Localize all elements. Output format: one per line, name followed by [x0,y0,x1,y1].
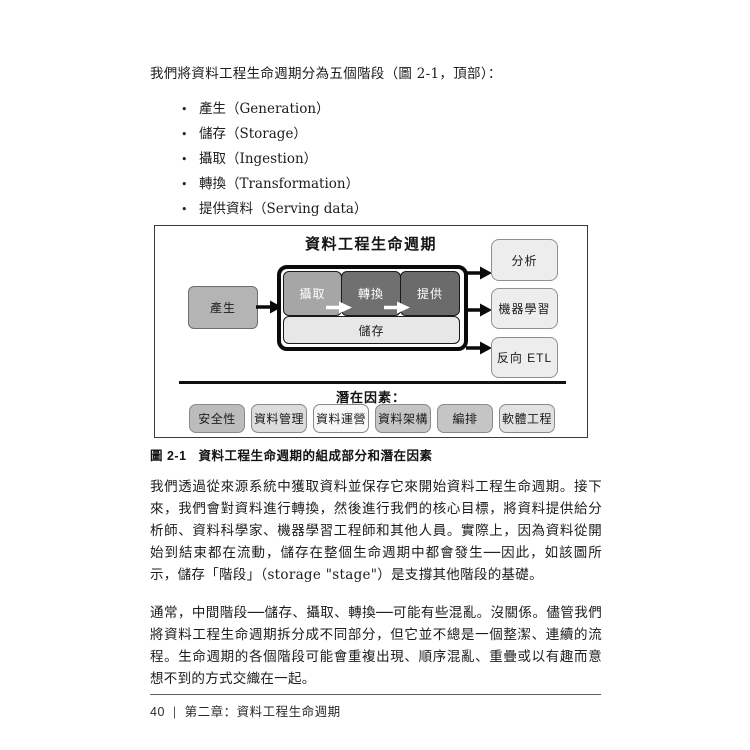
list-item: • 產生（Generation） [150,97,602,122]
undercurrents-divider [179,381,566,384]
machine-learning-box: 機器學習 [491,288,558,329]
list-item-label: 儲存（Storage） [199,126,307,142]
footer-divider [150,694,601,695]
dataops-box: 資料運營 [313,404,369,433]
stage-list: • 產生（Generation） • 儲存（Storage） • 攝取（Ingesti… [150,97,602,222]
text-column: 我們將資料工程生命週期分為五個階段（圖 2-1，頂部）： • 產生（Generat… [150,63,602,690]
list-item: • 轉換（Transformation） [150,172,602,197]
undercurrents-heading: 潛在因素： [335,390,406,405]
figure-caption: 圖 2-1 資料工程生命週期的組成部分和潛在因素 [150,445,602,464]
list-item: • 攝取（Ingestion） [150,147,602,172]
page-footer: 40 | 第二章：資料工程生命週期 [150,701,341,720]
bullet-icon: • [181,128,188,141]
serving-box: 提供 [400,271,460,316]
flow-arrow-icon [256,300,282,314]
orchestration-box: 編排 [437,404,493,433]
figure-caption-text: 資料工程生命週期的組成部分和潛在因素 [198,449,433,463]
stage-arrow-icon [384,301,410,314]
data-architecture-box: 資料架構 [375,404,431,433]
figure-2-1-diagram: 資料工程生命週期 產生 攝取 轉換 提供 儲存 [154,225,588,438]
figure-title: 資料工程生命週期 [304,236,437,253]
list-item-label: 攝取（Ingestion） [199,151,318,167]
body-paragraph: 我們透過從來源系統中獲取資料並保存它來開始資料工程生命週期。接下來，我們會對資料… [150,479,602,583]
body-paragraph: 通常，中間階段──儲存、攝取、轉換──可能有些混亂。沒關係。儘管我們將資料工程生… [150,605,602,687]
stage-arrow-icon [326,301,352,314]
flow-arrow-icon [466,341,492,355]
flow-arrow-icon [466,303,492,317]
flow-arrow-icon [466,266,492,280]
bullet-icon: • [181,203,188,216]
list-item-label: 產生（Generation） [199,101,330,117]
footer-separator: | [172,705,177,719]
storage-box: 儲存 [283,316,460,344]
security-box: 安全性 [189,404,245,433]
page-number: 40 [150,705,165,719]
undercurrents-row: 安全性 資料管理 資料運營 資料架構 編排 軟體工程 [189,404,555,433]
chapter-title: 第二章：資料工程生命週期 [184,705,341,719]
list-item: • 提供資料（Serving data） [150,197,602,222]
list-item-label: 提供資料（Serving data） [199,201,368,217]
intro-paragraph: 我們將資料工程生命週期分為五個階段（圖 2-1，頂部）： [150,66,502,82]
list-item: • 儲存（Storage） [150,122,602,147]
software-engineering-box: 軟體工程 [499,404,555,433]
reverse-etl-box: 反向 ETL [491,337,558,378]
data-management-box: 資料管理 [251,404,307,433]
bullet-icon: • [181,103,188,116]
list-item-label: 轉換（Transformation） [199,176,360,192]
bullet-icon: • [181,153,188,166]
bullet-icon: • [181,178,188,191]
figure-caption-label: 圖 2-1 [150,449,187,463]
generation-box: 產生 [188,286,258,329]
analytics-box: 分析 [491,239,558,281]
